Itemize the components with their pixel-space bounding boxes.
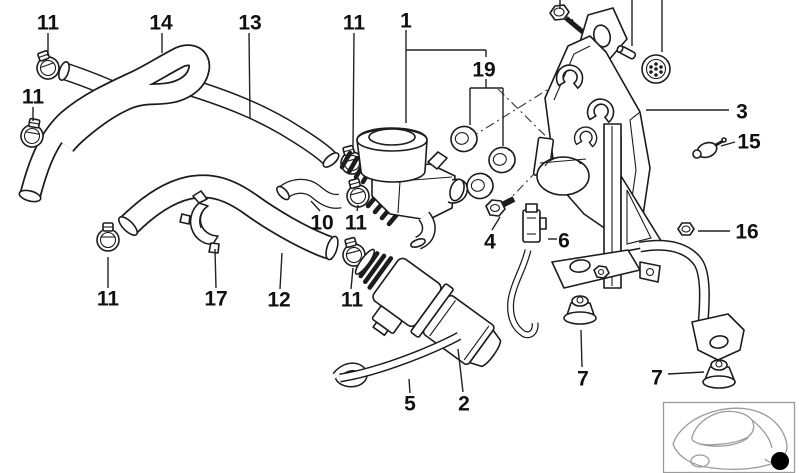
- hose-holder-17: [179, 190, 220, 254]
- leader-line: [214, 248, 217, 289]
- leader-line: [352, 32, 355, 148]
- leader-line: [279, 252, 283, 290]
- hose-12: [118, 174, 339, 261]
- grommet: [485, 144, 519, 176]
- callout-label-5: 5: [404, 393, 416, 416]
- callout-label-10: 10: [310, 212, 333, 235]
- car-silhouette: [672, 407, 788, 470]
- loop-hose-14: [18, 44, 211, 203]
- mounting-bracket: [532, 4, 745, 361]
- callout-label-17: 17: [204, 288, 227, 311]
- callout-label-16: 16: [735, 221, 758, 244]
- knurled-cap: [641, 54, 671, 84]
- leader-line: [720, 141, 736, 147]
- bolt-4: [485, 196, 516, 217]
- leader-line: [408, 378, 411, 394]
- hose-clamp: [31, 47, 63, 83]
- vent-valve-6: [507, 203, 547, 339]
- callout-label-14: 14: [149, 12, 173, 35]
- hose-open-end: [58, 61, 70, 81]
- leader-line: [667, 371, 705, 375]
- bracket-pin: [616, 44, 637, 60]
- leader-line: [457, 348, 464, 393]
- callout-label-11: 11: [343, 12, 366, 35]
- callout-label-19: 19: [472, 59, 495, 82]
- leader-line: [310, 200, 321, 212]
- rubber-mount: [563, 295, 597, 325]
- callout-label-3: 3: [736, 101, 748, 124]
- auxiliary-pump: [354, 248, 502, 368]
- hose-10: [276, 178, 342, 209]
- assembly-guide-line: [503, 146, 561, 206]
- callout-label-11: 11: [37, 12, 60, 35]
- callout-label-15: 15: [737, 131, 761, 154]
- car-location-inset: [662, 401, 796, 473]
- callout-label-11: 11: [22, 86, 45, 109]
- leader-line: [491, 216, 501, 231]
- cutoff-leaders-layer: [559, 0, 663, 52]
- grommet: [463, 170, 497, 202]
- bracket-top-bolt: [549, 4, 586, 35]
- leader-line: [350, 267, 354, 290]
- leader-line: [356, 204, 359, 212]
- callout-label-13: 13: [238, 12, 261, 35]
- callout-label-11: 11: [345, 212, 368, 235]
- callout-label-6: 6: [558, 230, 570, 253]
- callout-label-7: 7: [651, 367, 663, 390]
- callout-label-11: 11: [97, 288, 120, 311]
- hose-open-end: [325, 235, 339, 261]
- hose-open-end: [276, 185, 290, 201]
- hose-open-end: [118, 216, 138, 236]
- pump-strap: [332, 332, 462, 388]
- callout-label-2: 2: [458, 393, 470, 416]
- callout-label-12: 12: [267, 289, 290, 312]
- hose-open-end: [18, 189, 42, 203]
- leader-line: [248, 32, 251, 120]
- hose-13-long-run: [183, 77, 340, 168]
- location-dot: [771, 452, 789, 470]
- callout-label-4: 4: [484, 231, 496, 254]
- callout-label-7: 7: [577, 368, 589, 391]
- saddle-clamp: [536, 156, 590, 196]
- rubber-mount: [702, 359, 736, 389]
- hose-open-end: [322, 152, 340, 168]
- leader-line: [580, 329, 583, 368]
- callout-label-11: 11: [341, 289, 364, 312]
- hose-clamp: [96, 222, 120, 252]
- nut-16: [677, 222, 695, 236]
- water-valve: [339, 127, 469, 250]
- grommet: [447, 123, 481, 155]
- callout-label-1: 1: [400, 10, 412, 33]
- sensor-15: [692, 137, 727, 159]
